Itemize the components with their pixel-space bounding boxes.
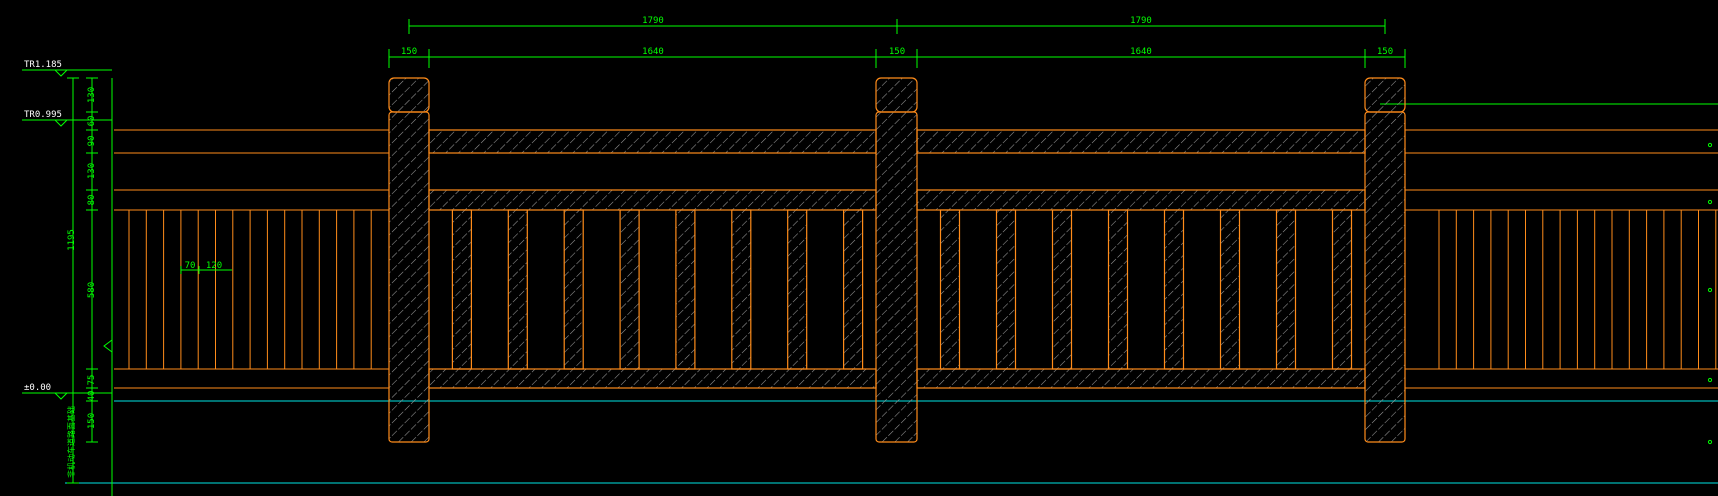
baluster-bay2-8 bbox=[1331, 209, 1353, 370]
baluster-bay2-2 bbox=[995, 209, 1017, 370]
dim-label-90: 90 bbox=[87, 136, 97, 147]
dim-label-130-top: 130 bbox=[87, 87, 97, 103]
top-rail-bay-1 bbox=[428, 129, 877, 154]
post-width-label-3: 150 bbox=[1377, 47, 1393, 57]
mid-rail-bay-1 bbox=[428, 189, 877, 211]
post-1 bbox=[388, 111, 430, 443]
dim-label-40: 40 bbox=[87, 391, 97, 402]
baluster-bay1-7 bbox=[787, 209, 808, 370]
break-mark bbox=[103, 339, 113, 353]
baluster-bay2-1 bbox=[939, 209, 961, 370]
picket-dimension bbox=[180, 266, 232, 274]
top-dimension-labels: 1790 1790 150 1640 150 1640 150 bbox=[401, 16, 1393, 57]
level-symbol-rail bbox=[54, 119, 68, 127]
picket-dimension-labels: 70 120 bbox=[185, 261, 223, 271]
level-markers bbox=[22, 69, 112, 400]
top-dimensions bbox=[388, 19, 1406, 68]
post-width-label-2: 150 bbox=[889, 47, 905, 57]
side-pickets bbox=[128, 210, 1717, 369]
mid-rail-bay-2 bbox=[916, 189, 1366, 211]
right-marker-4 bbox=[1707, 377, 1713, 383]
dim-label-80: 80 bbox=[87, 195, 97, 206]
baluster-bay1-1 bbox=[451, 209, 472, 370]
left-dimensions bbox=[72, 78, 113, 496]
baluster-bay1-2 bbox=[507, 209, 528, 370]
level-label-top: TR1.185 bbox=[24, 60, 62, 70]
level-label-rail: TR0.995 bbox=[24, 110, 62, 120]
dim-label-580: 580 bbox=[87, 282, 97, 298]
baluster-bay2-7 bbox=[1275, 209, 1297, 370]
post-cap-2 bbox=[875, 77, 918, 113]
post-3 bbox=[1364, 111, 1406, 443]
side-rails bbox=[114, 129, 1718, 389]
right-markers bbox=[1707, 142, 1713, 445]
balusters bbox=[451, 209, 1353, 370]
baluster-bay2-4 bbox=[1107, 209, 1129, 370]
post-cap-3 bbox=[1364, 77, 1406, 113]
level-symbol-ground bbox=[54, 392, 68, 400]
posts bbox=[388, 77, 1406, 443]
baluster-bay1-3 bbox=[563, 209, 584, 370]
bottom-rail-bay-2 bbox=[916, 368, 1366, 389]
baluster-bay1-6 bbox=[731, 209, 752, 370]
bottom-rail-bay-1 bbox=[428, 368, 877, 389]
picket-width-label: 70 bbox=[185, 261, 196, 271]
right-marker-2 bbox=[1707, 199, 1713, 205]
picket-gap-label: 120 bbox=[206, 261, 222, 271]
dim-label-130-mid: 130 bbox=[87, 163, 97, 179]
post-2 bbox=[875, 111, 918, 443]
top-rail-bay-2 bbox=[916, 129, 1366, 154]
post-width-label-1: 150 bbox=[401, 47, 417, 57]
dim-label-75: 75 bbox=[87, 375, 97, 386]
bay-span-label-2: 1790 bbox=[1130, 16, 1152, 26]
baluster-bay2-5 bbox=[1163, 209, 1185, 370]
left-dimension-labels: 130 60 90 130 80 580 75 40 150 1195 非机动车… bbox=[66, 87, 97, 478]
baluster-bay2-3 bbox=[1051, 209, 1073, 370]
bay-clear-label-1: 1640 bbox=[642, 47, 664, 57]
bay-span-label-1: 1790 bbox=[642, 16, 664, 26]
post-cap-1 bbox=[388, 77, 430, 113]
overall-height-label: 1195 bbox=[67, 229, 77, 251]
left-dimension-ticks bbox=[67, 77, 98, 484]
baluster-bay2-6 bbox=[1219, 209, 1241, 370]
bay-clear-label-2: 1640 bbox=[1130, 47, 1152, 57]
baluster-bay1-8 bbox=[842, 209, 864, 370]
foundation-note: 非机动车道路面基础 bbox=[66, 406, 76, 478]
right-marker-3 bbox=[1707, 287, 1713, 293]
level-label-ground: ±0.00 bbox=[24, 383, 51, 393]
dim-label-150: 150 bbox=[87, 413, 97, 429]
level-labels: TR1.185 TR0.995 ±0.00 bbox=[24, 60, 62, 393]
baluster-bay1-5 bbox=[675, 209, 696, 370]
right-marker-1 bbox=[1707, 142, 1713, 148]
baluster-bay1-4 bbox=[619, 209, 640, 370]
right-marker-5 bbox=[1707, 439, 1713, 445]
hatched-rails bbox=[428, 129, 1366, 389]
dim-label-60: 60 bbox=[87, 116, 97, 127]
level-symbol-top bbox=[54, 69, 68, 77]
